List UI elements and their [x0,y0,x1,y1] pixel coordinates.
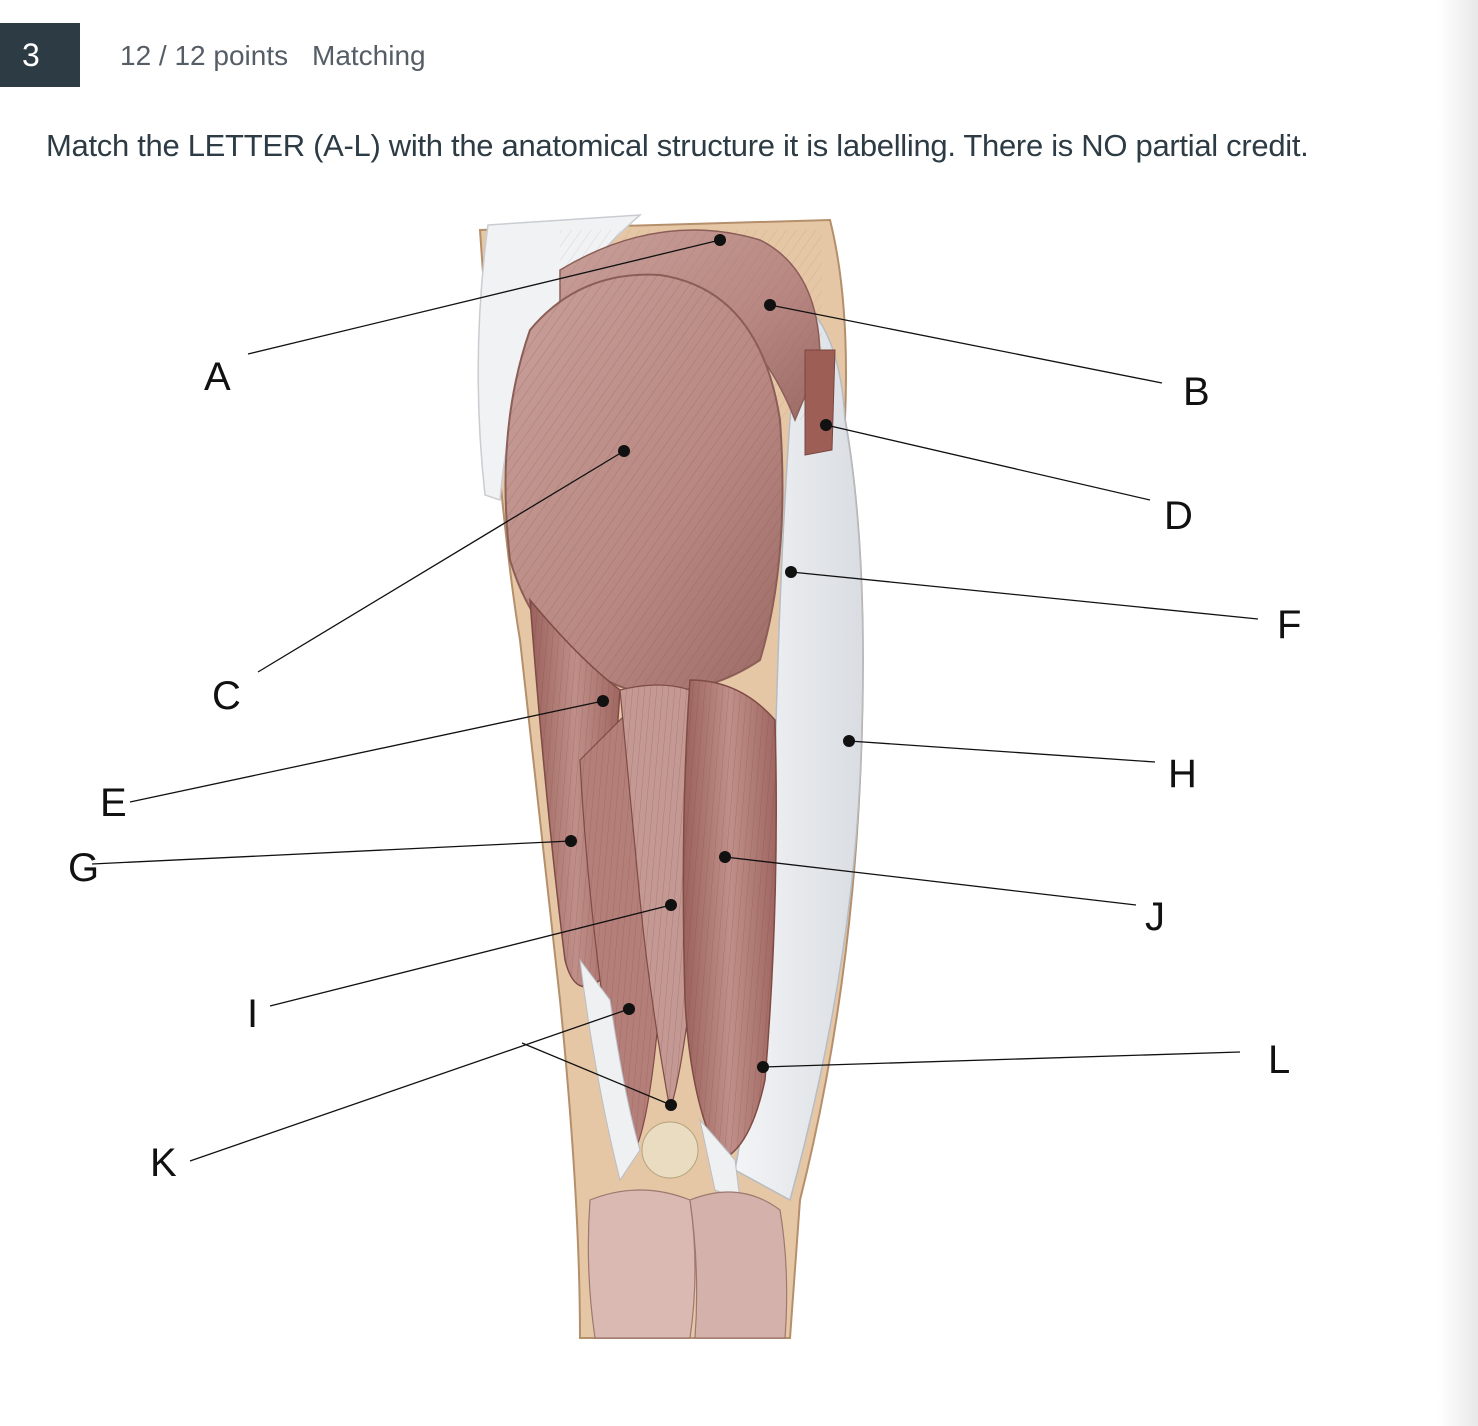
label-h: H [1168,752,1197,796]
leader-d [825,424,1151,501]
label-a: A [204,355,231,399]
anatomy-figure: A B C D E F G H I J K L [0,200,1478,1360]
leader-h [848,740,1156,763]
leader-f [790,571,1259,620]
question-type: Matching [312,40,426,71]
question-points: 12 / 12 points [120,40,289,71]
label-d: D [1164,494,1193,538]
leader-l [762,1051,1241,1068]
label-f: F [1277,603,1301,647]
leader-e [129,700,604,803]
leader-c [257,450,625,673]
leader-g [91,840,572,865]
pointer-dots [565,234,855,1111]
popliteal-fossa [641,1121,699,1179]
label-i: I [247,992,258,1036]
leader-i [269,904,672,1007]
leader-k2 [521,1042,672,1106]
label-k: K [150,1141,177,1185]
leader-j [724,856,1137,906]
hamstring-tendons [579,958,641,1182]
leader-a [247,239,721,355]
leader-k1 [189,1008,630,1162]
leader-lines [91,239,1259,1162]
label-g: G [68,846,99,890]
label-c: C [212,674,241,718]
question-number: 3 [0,23,80,87]
label-e: E [100,781,127,825]
question-prompt: Match the LETTER (A-L) with the anatomic… [46,128,1309,163]
thigh-illustration: A B C D E F G H I J K L [68,214,1301,1339]
label-b: B [1183,370,1210,414]
tensor-fasciae-latae [804,349,836,456]
page-edge-shadow [1438,0,1478,1426]
leader-b [769,304,1163,384]
label-l: L [1268,1038,1290,1082]
label-j: J [1145,895,1165,939]
gastrocnemius [587,1189,696,1339]
